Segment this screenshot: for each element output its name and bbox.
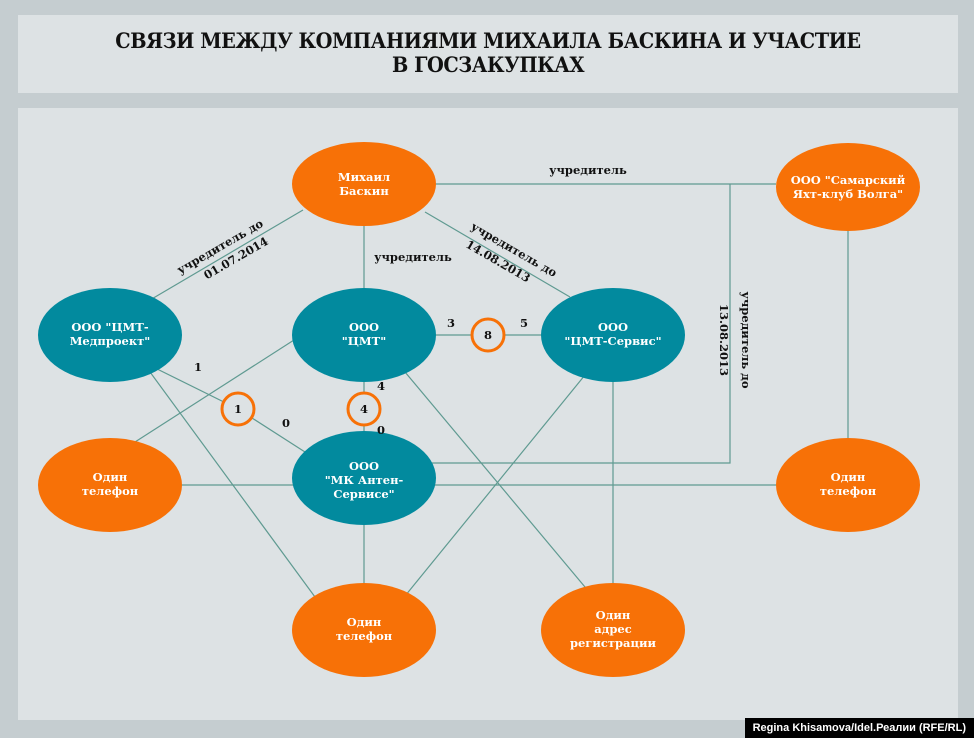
svg-text:3: 3 <box>447 316 455 330</box>
edge-labels: учредитель учредитель учредитель до 01.0… <box>174 163 753 437</box>
svg-text:ООО: ООО <box>598 320 628 334</box>
svg-text:Один: Один <box>831 470 866 484</box>
svg-text:0: 0 <box>377 423 385 437</box>
svg-text:4: 4 <box>377 379 385 393</box>
node-mk-anten-servise[interactable]: ООО"МК Антен-Сервисе" <box>292 431 436 525</box>
svg-text:Михаил: Михаил <box>338 170 390 184</box>
edge-baskin-mk <box>428 184 731 464</box>
svg-text:ООО "Самарский: ООО "Самарский <box>791 173 906 187</box>
contract-circle-cmt-mk: 4 <box>346 391 382 427</box>
svg-text:5: 5 <box>520 316 528 330</box>
node-cmt-medproekt[interactable]: ООО "ЦМТ-Медпроект" <box>38 288 182 382</box>
svg-text:0: 0 <box>282 416 290 430</box>
svg-text:учредитель: учредитель <box>374 250 452 264</box>
svg-text:Баскин: Баскин <box>339 184 389 198</box>
edge-cmt-phone-left <box>134 339 295 443</box>
svg-text:телефон: телефон <box>82 484 139 498</box>
node-cmt-servis[interactable]: ООО"ЦМТ-Сервис" <box>541 288 685 382</box>
svg-text:"МК Антен-: "МК Антен- <box>325 473 404 487</box>
svg-text:4: 4 <box>360 402 368 416</box>
svg-text:ООО: ООО <box>349 320 379 334</box>
svg-text:8: 8 <box>484 328 492 342</box>
svg-text:Один: Один <box>93 470 128 484</box>
svg-text:Один: Один <box>596 608 631 622</box>
svg-text:Медпроект": Медпроект" <box>70 334 151 348</box>
svg-text:"ЦМТ-Сервис": "ЦМТ-Сервис" <box>564 334 661 348</box>
edge-baskin-med <box>149 209 304 301</box>
svg-text:Яхт-клуб Волга": Яхт-клуб Волга" <box>793 187 903 201</box>
title-panel: СВЯЗИ МЕЖДУ КОМПАНИЯМИ МИХАИЛА БАСКИНА И… <box>18 15 958 93</box>
svg-text:учредитель до: учредитель до <box>739 291 753 388</box>
edge-baskin-servis <box>424 211 571 298</box>
svg-text:1: 1 <box>234 402 242 416</box>
svg-text:регистрации: регистрации <box>570 636 657 650</box>
svg-text:телефон: телефон <box>336 629 393 643</box>
svg-text:учредитель: учредитель <box>549 163 627 177</box>
svg-text:адрес: адрес <box>594 622 631 636</box>
svg-text:1: 1 <box>194 360 202 374</box>
svg-text:Один: Один <box>347 615 382 629</box>
svg-text:телефон: телефон <box>820 484 877 498</box>
svg-text:13.08.2013: 13.08.2013 <box>717 304 731 376</box>
page-title: СВЯЗИ МЕЖДУ КОМПАНИЯМИ МИХАИЛА БАСКИНА И… <box>115 28 861 77</box>
svg-text:Сервисе": Сервисе" <box>333 487 394 501</box>
edges <box>134 183 849 598</box>
credit-caption: Regina Khisamova/Idel.Реалии (RFE/RL) <box>744 718 974 738</box>
node-cmt[interactable]: ООО"ЦМТ" <box>292 288 436 382</box>
svg-text:"ЦМТ": "ЦМТ" <box>342 334 386 348</box>
contract-circle-cmt-servis: 8 <box>470 317 506 353</box>
contract-circle-med-mk: 1 <box>220 391 256 427</box>
svg-text:ООО: ООО <box>349 459 379 473</box>
svg-text:ООО "ЦМТ-: ООО "ЦМТ- <box>71 320 148 334</box>
